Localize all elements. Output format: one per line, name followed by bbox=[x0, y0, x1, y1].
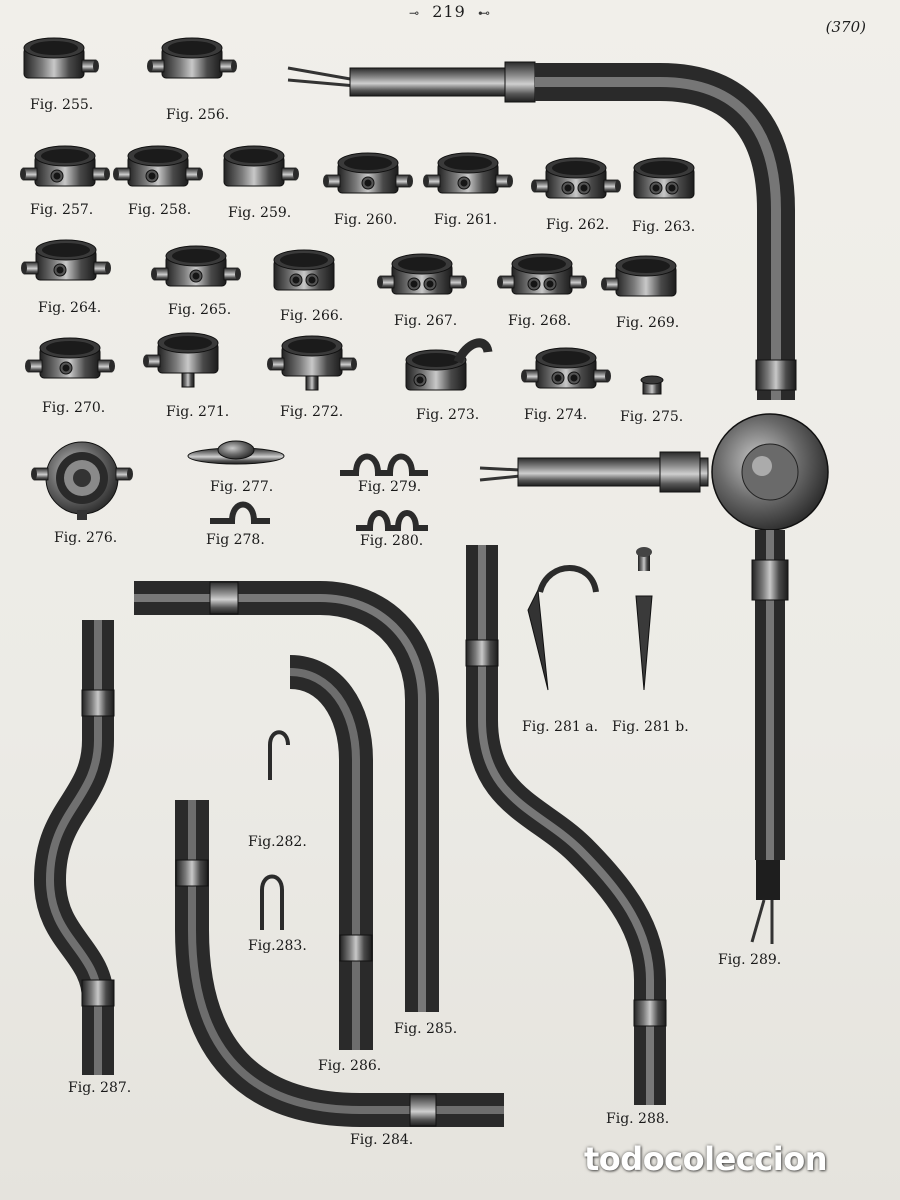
caption-fig-281a: Fig. 281 a. bbox=[522, 719, 599, 735]
caption-fig-257: Fig. 257. bbox=[30, 202, 94, 218]
caption-fig-286: Fig. 286. bbox=[318, 1058, 382, 1074]
caption-fig-259: Fig. 259. bbox=[228, 205, 292, 221]
fig-260-junction-box bbox=[322, 152, 414, 194]
caption-fig-264: Fig. 264. bbox=[38, 300, 102, 316]
fig-257-junction-box bbox=[19, 145, 111, 187]
caption-fig-283: Fig.283. bbox=[248, 938, 307, 954]
caption-fig-275: Fig. 275. bbox=[620, 409, 684, 425]
fig-269-junction-box bbox=[600, 255, 677, 297]
fig-274-junction-box bbox=[520, 347, 612, 389]
caption-fig-280: Fig. 280. bbox=[360, 533, 424, 549]
caption-fig-287: Fig. 287. bbox=[68, 1080, 132, 1096]
fig-272-junction-box bbox=[266, 335, 358, 391]
fig-271-junction-box bbox=[142, 332, 219, 388]
fig-285-bent-conduit bbox=[134, 581, 439, 1012]
fig-286-bent-conduit bbox=[288, 655, 373, 1050]
fig-256-junction-box bbox=[146, 37, 238, 79]
fig-277-cap bbox=[187, 440, 285, 465]
fig-262-junction-box bbox=[530, 157, 622, 199]
caption-fig-272: Fig. 272. bbox=[280, 404, 344, 420]
fig-284-bent-conduit bbox=[175, 800, 504, 1127]
fig-263-junction-box bbox=[633, 157, 695, 199]
fig-283-staple bbox=[260, 874, 284, 930]
caption-fig-276: Fig. 276. bbox=[54, 530, 118, 546]
caption-fig-288: Fig. 288. bbox=[606, 1111, 670, 1127]
watermark-logo: todocoleccion bbox=[584, 1140, 827, 1178]
caption-fig-278: Fig 278. bbox=[206, 532, 265, 548]
fig-265-junction-box bbox=[150, 245, 242, 287]
fig-288-offset-conduit bbox=[465, 545, 667, 1105]
page-number: ⊸ 219 ⊷ bbox=[0, 2, 900, 21]
fig-258-junction-box bbox=[112, 145, 204, 187]
fig-275-bushing bbox=[640, 375, 664, 395]
caption-fig-282: Fig.282. bbox=[248, 834, 307, 850]
caption-fig-263: Fig. 263. bbox=[632, 219, 696, 235]
caption-fig-265: Fig. 265. bbox=[168, 302, 232, 318]
caption-fig-274: Fig. 274. bbox=[524, 407, 588, 423]
fig-281a-hook-nail bbox=[527, 565, 599, 691]
fig-278-clip bbox=[210, 501, 270, 524]
caption-fig-279: Fig. 279. bbox=[358, 479, 422, 495]
fig-282-hook bbox=[268, 730, 290, 780]
fig-289-conduit-assembly bbox=[287, 61, 829, 944]
caption-fig-266: Fig. 266. bbox=[280, 308, 344, 324]
caption-fig-256: Fig. 256. bbox=[166, 107, 230, 123]
fig-266-junction-box bbox=[273, 249, 335, 291]
fig-276-open-junction-box bbox=[30, 441, 134, 520]
page-number-ornament-left: ⊸ bbox=[409, 6, 421, 20]
fig-287-offset-conduit bbox=[33, 620, 115, 1075]
fig-259-junction-box bbox=[223, 145, 300, 187]
fig-268-junction-box bbox=[496, 253, 588, 295]
page-number-ornament-right: ⊷ bbox=[477, 6, 491, 20]
caption-fig-273: Fig. 273. bbox=[416, 407, 480, 423]
caption-fig-269: Fig. 269. bbox=[616, 315, 680, 331]
fig-267-junction-box bbox=[376, 253, 468, 295]
caption-fig-258: Fig. 258. bbox=[128, 202, 192, 218]
fig-270-junction-box bbox=[24, 337, 116, 379]
caption-fig-260: Fig. 260. bbox=[334, 212, 398, 228]
fig-261-junction-box bbox=[422, 152, 514, 194]
fig-280-clip bbox=[356, 510, 428, 531]
caption-fig-289: Fig. 289. bbox=[718, 952, 782, 968]
caption-fig-267: Fig. 267. bbox=[394, 313, 458, 329]
caption-fig-281b: Fig. 281 b. bbox=[612, 719, 689, 735]
fig-281b-wedge bbox=[635, 547, 653, 691]
page-number-value: 219 bbox=[432, 2, 466, 21]
caption-fig-285: Fig. 285. bbox=[394, 1021, 458, 1037]
fig-255-junction-box bbox=[23, 37, 100, 79]
fig-273-junction-box bbox=[405, 338, 493, 391]
caption-fig-255: Fig. 255. bbox=[30, 97, 94, 113]
reference-number: (370) bbox=[825, 18, 866, 36]
caption-fig-284: Fig. 284. bbox=[350, 1132, 414, 1148]
caption-fig-268: Fig. 268. bbox=[508, 313, 572, 329]
caption-fig-277: Fig. 277. bbox=[210, 479, 274, 495]
fig-264-junction-box bbox=[20, 239, 112, 281]
fig-279-clip bbox=[340, 453, 428, 476]
caption-fig-261: Fig. 261. bbox=[434, 212, 498, 228]
caption-fig-271: Fig. 271. bbox=[166, 404, 230, 420]
caption-fig-262: Fig. 262. bbox=[546, 217, 610, 233]
caption-fig-270: Fig. 270. bbox=[42, 400, 106, 416]
